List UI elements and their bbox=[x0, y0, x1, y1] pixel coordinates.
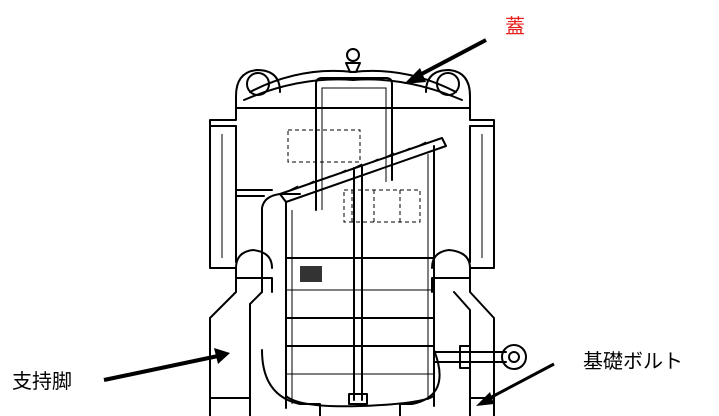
arrow-to-support-leg bbox=[103, 348, 230, 382]
arrow-to-foundation-bolt bbox=[476, 362, 555, 406]
right-nozzle-ring bbox=[431, 249, 471, 269]
support-leg-structure bbox=[209, 267, 495, 416]
drain-valve bbox=[433, 344, 527, 370]
left-nozzle-ring bbox=[235, 249, 273, 269]
support-leg-label: 支持脚 bbox=[12, 369, 72, 393]
lifting-handle bbox=[315, 77, 393, 211]
hidden-lines bbox=[287, 129, 421, 223]
center-rod bbox=[348, 165, 368, 405]
body-outline bbox=[209, 107, 495, 293]
strainer-screen bbox=[285, 154, 435, 408]
lid-outline bbox=[235, 69, 471, 109]
lifting-handle-inner bbox=[321, 87, 387, 210]
lifting-eye bbox=[345, 48, 361, 73]
lid-lug-right bbox=[425, 69, 471, 97]
foundation-bolt-label: 基礎ボルト bbox=[583, 349, 683, 373]
arrow-to-lid bbox=[404, 38, 487, 84]
lid-label: 蓋 bbox=[505, 14, 525, 38]
lid-lug-left bbox=[235, 69, 281, 97]
mesh-detail bbox=[300, 266, 322, 282]
